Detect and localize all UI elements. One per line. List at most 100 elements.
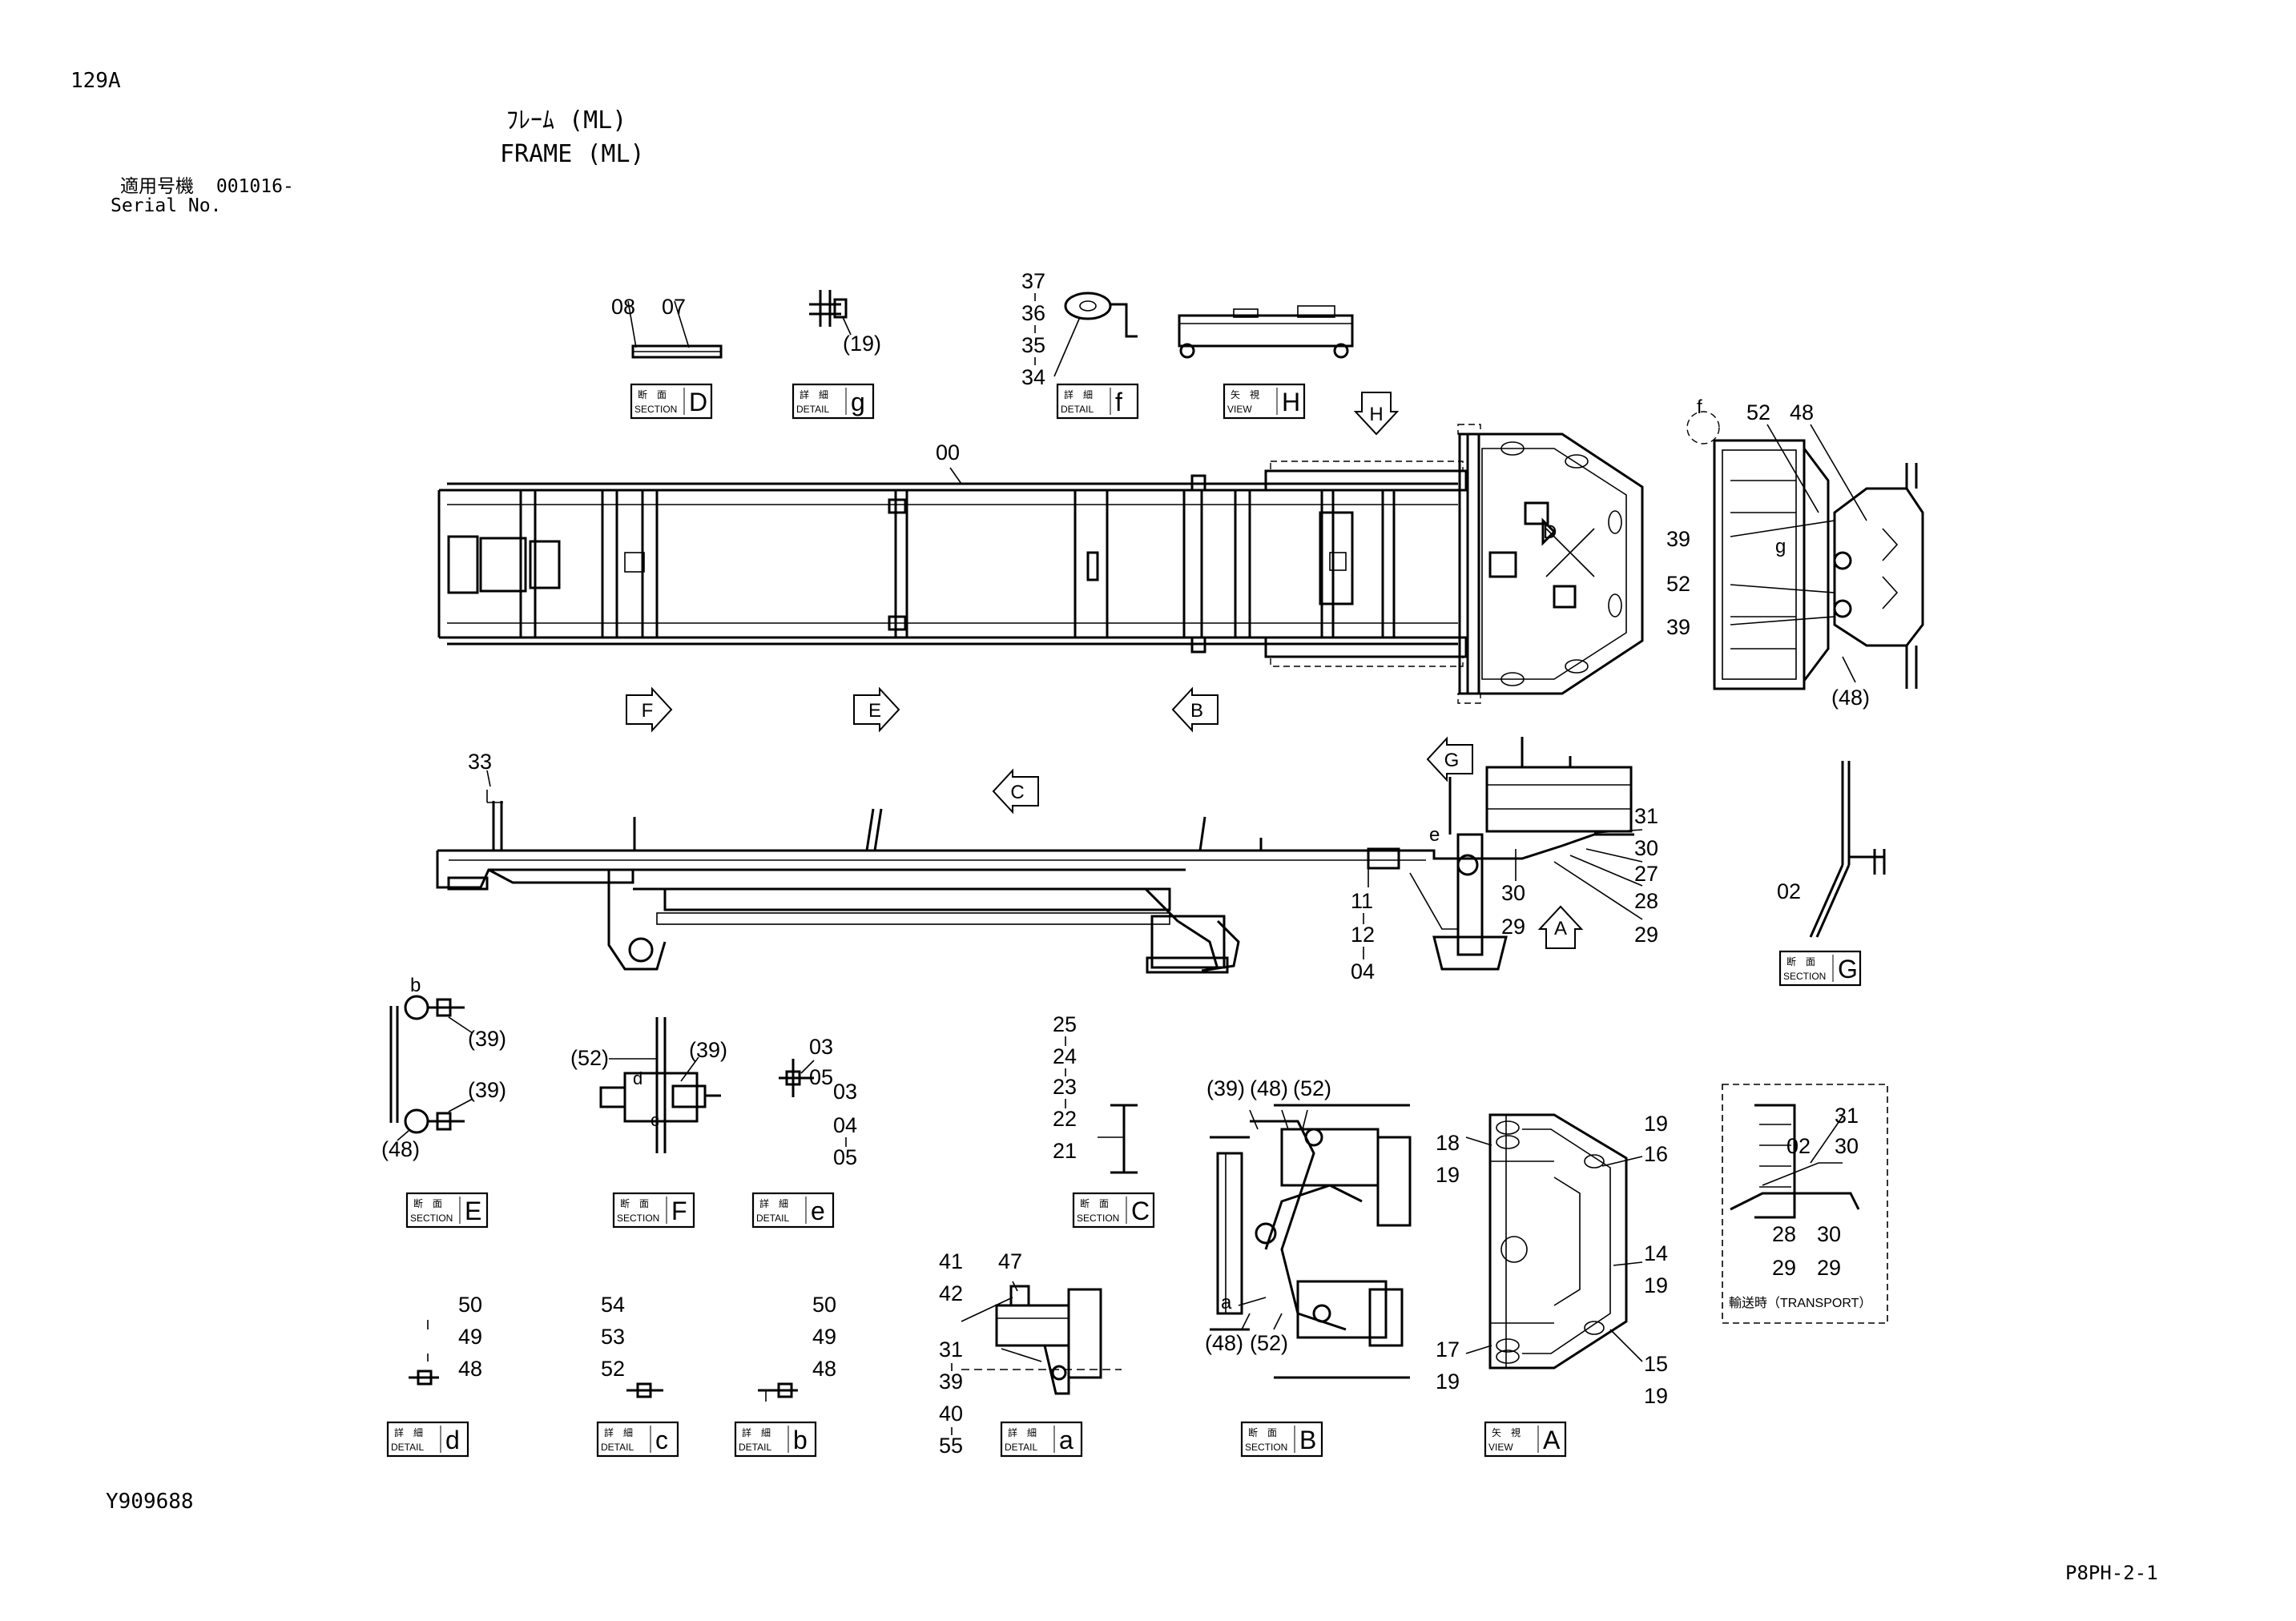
part-number: 05: [833, 1145, 857, 1169]
serial-value: 001016-: [216, 176, 294, 197]
label-box-c: 断 面 SECTION C: [1072, 1192, 1155, 1229]
part-number: 35: [1021, 333, 1045, 357]
label-box-en: SECTION: [1245, 1442, 1287, 1453]
section-g-drawing: 02: [1777, 761, 1886, 938]
label-box-jp: 詳 細: [394, 1426, 423, 1438]
view-arrow-letter: F: [642, 700, 654, 722]
part-number: 49: [458, 1325, 482, 1349]
part-number: 34: [1021, 365, 1045, 389]
part-number: (39): [468, 1078, 506, 1102]
label-box-letter: E: [465, 1197, 481, 1225]
part-number: 31: [939, 1337, 963, 1362]
part-number: 30: [1634, 836, 1658, 860]
label-box-letter: C: [1131, 1197, 1150, 1225]
label-box-letter: d: [445, 1426, 460, 1454]
part-number: 50: [458, 1293, 482, 1317]
part-number: 42: [939, 1281, 963, 1305]
label-box-en: SECTION: [1077, 1213, 1119, 1224]
label-box-letter: G: [1838, 955, 1858, 983]
part-number: 19: [1644, 1384, 1668, 1408]
part-number: 29: [1817, 1256, 1841, 1280]
detail-a-drawing: 41 47 42 31 39 40 55: [939, 1249, 1122, 1458]
sheet-number: P8PH-2-1: [2065, 1562, 2158, 1584]
view-arrow-g: G: [1426, 736, 1473, 782]
part-number: 41: [939, 1249, 963, 1273]
view-arrow-b: B: [1171, 686, 1218, 733]
part-number: 53: [601, 1325, 625, 1349]
part-number: 18: [1436, 1131, 1460, 1155]
part-number: 39: [1666, 527, 1690, 551]
part-number: 52: [1666, 572, 1690, 596]
part-number: 52: [601, 1357, 625, 1381]
view-arrow-e: E: [853, 686, 900, 733]
label-box-jp: 詳 細: [742, 1426, 771, 1438]
view-arrow-letter: A: [1554, 918, 1567, 939]
drawing-number: Y909688: [106, 1490, 194, 1514]
part-number: (52): [1250, 1331, 1288, 1355]
detail-f-drawing: 37 36 35 34: [1021, 269, 1138, 389]
label-box-letter: A: [1543, 1426, 1561, 1454]
label-box-letter: B: [1299, 1426, 1316, 1454]
part-number: 02: [1786, 1134, 1811, 1158]
detail-marker: b: [410, 975, 421, 996]
detail-marker: d: [633, 1068, 642, 1088]
part-number: 27: [1634, 862, 1658, 886]
part-number: (48): [381, 1137, 420, 1161]
label-box-jp: 断 面: [1080, 1197, 1109, 1209]
part-number: 52: [1746, 400, 1770, 424]
part-number: 48: [458, 1357, 482, 1381]
part-number: 31: [1835, 1104, 1859, 1128]
view-arrow-f: F: [626, 686, 673, 733]
part-number: 33: [468, 750, 492, 774]
part-number: 19: [1644, 1112, 1668, 1136]
part-number: 08: [611, 295, 635, 319]
part-number: 47: [998, 1249, 1022, 1273]
part-number: 28: [1772, 1222, 1796, 1246]
detail-b-drawing: 50 49 48: [758, 1293, 836, 1402]
view-arrow-letter: B: [1190, 700, 1203, 722]
part-number: (19): [843, 332, 881, 356]
label-box-en: DETAIL: [739, 1442, 771, 1453]
label-box-letter: F: [671, 1197, 687, 1225]
label-box-jp: 断 面: [413, 1197, 442, 1209]
part-number: 39: [1666, 615, 1690, 639]
transport-note: 輸送時（TRANSPORT）: [1729, 1296, 1871, 1310]
label-box-letter: e: [811, 1197, 825, 1225]
part-number: 25: [1053, 1012, 1077, 1036]
part-number: 15: [1644, 1352, 1668, 1376]
part-number: 30: [1501, 881, 1525, 905]
part-number: 22: [1053, 1107, 1077, 1131]
part-number: 16: [1644, 1142, 1668, 1166]
part-number: 50: [812, 1293, 836, 1317]
part-number: 49: [812, 1325, 836, 1349]
section-c-drawing: 25 24 23 22 21: [1053, 1012, 1138, 1174]
label-box-en: SECTION: [634, 404, 677, 415]
section-d-drawing: 08 07: [611, 295, 723, 359]
page-id: 129A: [70, 69, 121, 93]
part-number: 36: [1021, 301, 1045, 325]
part-number: 29: [1634, 923, 1658, 947]
detail-marker: a: [1221, 1292, 1232, 1313]
part-number: (52): [1293, 1076, 1331, 1100]
part-number: 21: [1053, 1139, 1077, 1163]
label-box-jp: 詳 細: [759, 1197, 788, 1209]
detail-g-drawing: (19): [809, 290, 881, 356]
part-number: (48): [1205, 1331, 1243, 1355]
label-box-en: VIEW: [1227, 404, 1252, 415]
view-arrow-letter: E: [868, 700, 881, 722]
title-japanese: ﾌﾚｰﾑ (ML): [506, 107, 627, 135]
section-f-drawing: d c (52) (39): [570, 1017, 727, 1153]
detail-marker: g: [1775, 536, 1786, 557]
label-box-letter: c: [655, 1426, 668, 1454]
part-number: 29: [1501, 915, 1525, 939]
label-box-letter: b: [793, 1426, 808, 1454]
part-number: 40: [939, 1402, 963, 1426]
part-number: 39: [939, 1370, 963, 1394]
